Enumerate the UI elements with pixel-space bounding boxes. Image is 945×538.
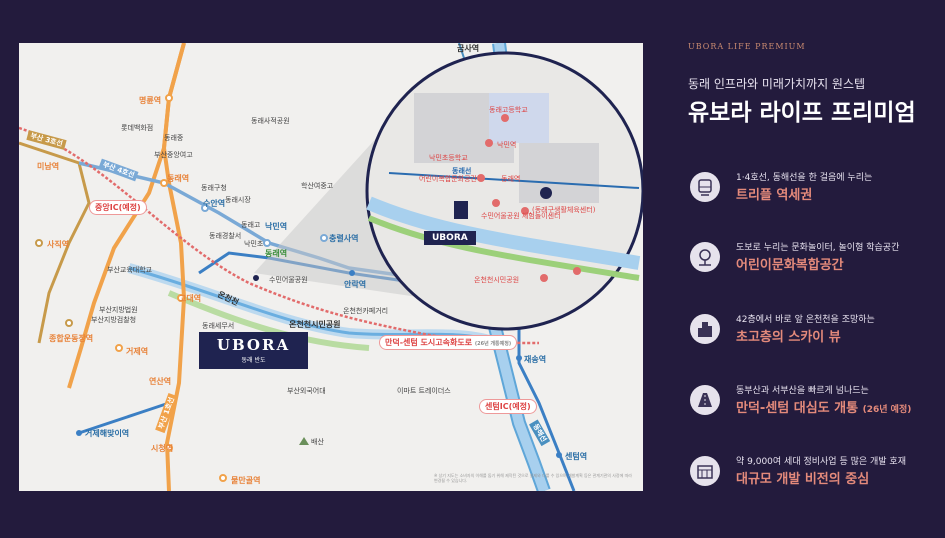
zoom-label: 어린이복합문화공간 (419, 175, 477, 183)
feature-desc: 1·4호선, 동해선을 한 걸음에 누리는 (736, 173, 873, 183)
station-label: 안락역 (344, 280, 367, 289)
place-label: 부산중앙여고 (154, 151, 193, 159)
feature-desc: 42층에서 바로 앞 온천천을 조망하는 (736, 315, 875, 325)
station-label: 물만골역 (231, 476, 261, 485)
place-label: 동래구청 (201, 184, 227, 192)
station-label: 센텀역 (565, 452, 588, 461)
place-label: 학산여중고 (301, 182, 334, 190)
zoom-label: 수민어울공원 체험놀이센터 (481, 212, 561, 220)
station-label: 거제역 (126, 347, 149, 356)
panel-title: 유보라 라이프 프리미엄 (688, 100, 916, 126)
place-label: 부산교육대학교 (107, 266, 153, 274)
zoom-label: 낙민역 (497, 141, 517, 149)
place-label: 온천천카페거리 (343, 307, 389, 315)
place-label: 롯데백화점 (121, 124, 154, 132)
place-label: 부산지방검찰청 (91, 316, 137, 324)
expressway-note: (26년 개통예정) (474, 341, 512, 347)
feature-desc: 도보로 누리는 문화놀이터, 놀이형 학습공간 (736, 243, 900, 253)
zoom-brand: UBORA (424, 231, 476, 245)
brand-sub: 동래 반도 (241, 357, 266, 364)
place-label: 부산외국어대 (287, 387, 326, 395)
place-label: 이마트 트레이더스 (397, 387, 451, 395)
place-label: 동래경찰서 (209, 232, 242, 240)
station-label: 종합운동장역 (49, 334, 94, 343)
zoom-label: 동래역 (501, 175, 521, 183)
feature-item: 42층에서 바로 앞 온천천을 조망하는 초고층의 스카이 뷰 (690, 312, 940, 356)
ic-tag: 센텀IC(예정) (479, 399, 537, 414)
zoom-label: 동래고등학교 (489, 106, 528, 114)
expressway-name: 만덕-센텀 도시고속화도로 (385, 338, 473, 347)
zoom-label: (동래구생활체육센터) (532, 206, 596, 214)
station-label: 재송역 (524, 355, 547, 364)
station-label: 금사역 (457, 44, 480, 53)
feature-headline: 만덕-센텀 대심도 개통 (26년 예정) (736, 401, 912, 416)
place-label: 동래사적공원 (251, 117, 290, 125)
place-label: 수민어울공원 (269, 276, 308, 284)
place-label: 낙민초 (244, 240, 264, 248)
ubora-brand-box: UBORA 동래 반도 (199, 332, 308, 369)
ic-tag: 중앙IC(예정) (89, 200, 147, 215)
panel-subtitle: 동래 인프라와 미래가치까지 원스텝 (688, 77, 866, 91)
zoom-label: 온천천시민공원 (474, 276, 520, 284)
station-label: 동래역 (265, 249, 288, 258)
station-label: 낙민역 (265, 222, 288, 231)
playground-icon (690, 242, 720, 272)
subway-icon (690, 172, 720, 202)
station-label: 수안역 (203, 199, 226, 208)
station-label: 충렬사역 (329, 234, 359, 243)
feature-item: 도보로 누리는 문화놀이터, 놀이형 학습공간 어린이문화복합공간 (690, 240, 940, 284)
place-label: 배산 (311, 438, 324, 446)
place-label: 동래중 (164, 134, 184, 142)
station-label: 동래역 (167, 174, 190, 183)
place-label: 온천천시민공원 (289, 320, 341, 329)
feature-headline: 트리플 역세권 (736, 188, 813, 203)
place-label: 동래고 (241, 221, 261, 229)
construction-icon (690, 456, 720, 486)
eyebrow: UBORA LIFE PREMIUM (688, 42, 806, 51)
brand-name: UBORA (216, 336, 291, 354)
feature-headline: 초고층의 스카이 뷰 (736, 330, 841, 345)
station-label: 고대역 (179, 294, 202, 303)
station-label: 명륜역 (139, 96, 162, 105)
place-label: 부산지방법원 (99, 306, 138, 314)
feature-desc: 동부산과 서부산을 빠르게 넘나드는 (736, 386, 869, 396)
place-label: 동래시장 (225, 196, 251, 204)
skyscraper-icon (690, 314, 720, 344)
feature-item: 약 9,000여 세대 정비사업 등 많은 개발 호재 대규모 개발 비전의 중… (690, 454, 940, 498)
expressway-icon (690, 385, 720, 415)
station-label: 거제해맞이역 (85, 429, 130, 438)
zoom-label: 동래선 (452, 167, 472, 175)
location-map: 명륜역 동래역 미남역 사직역 고대역 종합운동장역 거제역 연산역 시청역 물… (19, 43, 643, 491)
place-label: 동래세무서 (202, 322, 235, 330)
station-label: 사직역 (47, 240, 70, 249)
feature-headline: 어린이문화복합공간 (736, 258, 844, 273)
feature-headline: 대규모 개발 비전의 중심 (736, 472, 870, 487)
station-label: 연산역 (149, 377, 172, 386)
feature-item: 동부산과 서부산을 빠르게 넘나드는 만덕-센텀 대심도 개통 (26년 예정) (690, 383, 940, 427)
station-label: 시청역 (151, 444, 174, 453)
disclaimer: ※ 상기 지도는 소비자의 이해를 돕기 위해 제작된 것으로 실제와 다를 수… (434, 473, 632, 483)
feature-desc: 약 9,000여 세대 정비사업 등 많은 개발 호재 (736, 457, 906, 467)
expressway-tag: 만덕-센텀 도시고속화도로 (26년 개통예정) (379, 335, 518, 350)
zoom-label: 낙민초등학교 (429, 154, 468, 162)
feature-item: 1·4호선, 동해선을 한 걸음에 누리는 트리플 역세권 (690, 170, 940, 214)
station-label: 미남역 (37, 162, 60, 171)
